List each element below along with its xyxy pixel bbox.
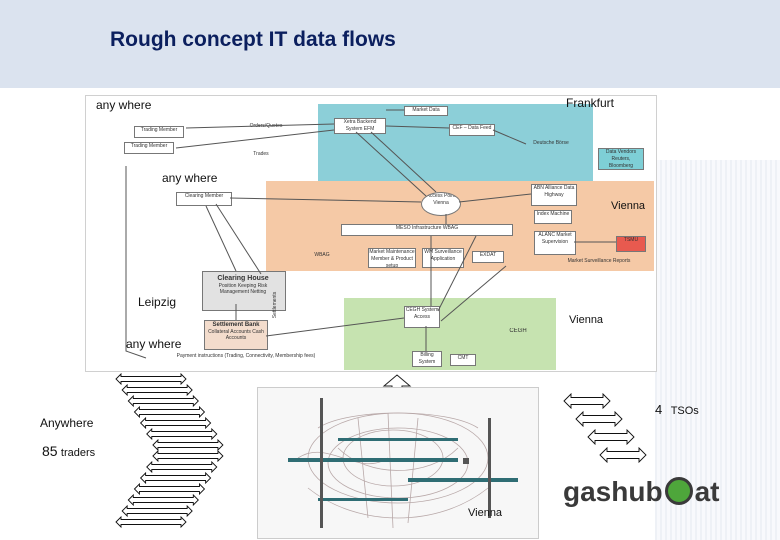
exdat-box: EXDAT xyxy=(472,251,504,263)
label-any-where-bottom: any where xyxy=(126,337,182,351)
tso-arrows xyxy=(563,392,647,464)
clearing-house-subtitle: Position Keeping Risk Management Netting xyxy=(218,283,268,295)
cegh-system-box: CEGH System Access xyxy=(404,306,440,328)
trader-arrow xyxy=(146,460,218,474)
deutsche-boerse-box: Deutsche Börse xyxy=(533,140,569,146)
trader-arrow xyxy=(127,493,199,507)
trader-arrow xyxy=(115,515,187,529)
abn-box: ABN Alliance Data Highway xyxy=(531,184,577,206)
traders-number: 85 xyxy=(42,443,58,459)
cegh-label: CEGH xyxy=(509,328,527,334)
trader-arrow xyxy=(127,394,199,408)
title-bar xyxy=(0,0,780,88)
settlement-bank-title: Settlement Bank xyxy=(212,322,260,328)
network-map-graphic xyxy=(288,398,518,529)
clearing-member-box: Clearing Member xyxy=(176,192,232,206)
flow-arrows xyxy=(125,109,616,359)
logo-dot-icon xyxy=(664,477,693,505)
tso-arrow xyxy=(587,428,635,446)
leipzig-zone xyxy=(202,271,286,311)
gashub-logo: gashub at xyxy=(563,476,719,508)
traders-arrow-chevron xyxy=(115,372,224,529)
frankfurt-zone xyxy=(318,104,593,182)
clearing-house-box: Clearing House Position Keeping Risk Man… xyxy=(206,274,280,304)
settlement-bank-box: Settlement Bank Collateral Accounts Cash… xyxy=(204,320,268,350)
trader-arrow xyxy=(121,383,193,397)
wbag-label: WBAG xyxy=(314,252,330,258)
label-frankfurt: Frankfurt xyxy=(566,96,615,110)
tso-arrow xyxy=(575,410,623,428)
trader-arrow xyxy=(152,449,224,463)
traders-count: 85 traders xyxy=(42,443,95,459)
trader-arrow xyxy=(115,372,187,386)
market-data-box: Market Data xyxy=(404,106,448,116)
data-flow-diagram: Market Data Xetra Backend System EFM CEF… xyxy=(85,95,657,372)
cef-box: CEF – Data Feed xyxy=(449,124,495,136)
traders-label: traders xyxy=(60,447,96,459)
data-vendors-box: Data Vendors Reuters, Bloomberg xyxy=(598,148,644,170)
label-vienna-cegh: Vienna xyxy=(569,314,604,326)
cmt-box: CMT xyxy=(450,354,476,366)
page-title: Rough concept IT data flows xyxy=(110,28,396,51)
billing-system-box: Billing System xyxy=(412,351,442,367)
label-leipzig: Leipzig xyxy=(138,295,177,309)
payment-instructions-label: Payment instructions (Trading, Connectiv… xyxy=(176,353,316,359)
trader-arrow xyxy=(133,482,206,496)
trader-arrow xyxy=(152,438,224,452)
tsos-label: TSOs xyxy=(670,405,699,417)
trades-label: Trades xyxy=(253,151,269,157)
logo-text-left: gashub xyxy=(563,476,663,507)
decorative-stripe-panel xyxy=(655,160,780,540)
settlement-bank-subtitle: Collateral Accounts Cash Accounts xyxy=(208,329,264,341)
trader-arrow xyxy=(146,427,218,441)
market-surveillance-label: Market Surveillance Reports xyxy=(567,258,631,264)
trading-member-box: Trading Member xyxy=(134,126,184,138)
tso-arrow xyxy=(563,392,611,410)
xetra-box: Xetra Backend System EFM xyxy=(334,118,386,134)
label-any-where-mid: any where xyxy=(162,171,218,185)
meso-box: MESO Infrastructure WBAG xyxy=(341,224,513,236)
label-vienna-map: Vienna xyxy=(468,507,503,519)
access-point-box: Access Point Vienna xyxy=(421,192,461,216)
market-maintenance-box: Market Maintenance Member & Product setu… xyxy=(368,248,416,268)
logo-text-right: at xyxy=(694,476,720,507)
trader-arrow xyxy=(139,471,212,485)
network-map xyxy=(257,387,539,539)
trader-arrow xyxy=(133,405,206,419)
wm-surveillance-box: WM Surveillance Application xyxy=(422,248,464,268)
tsos-count: 4 TSOs xyxy=(655,401,699,419)
trader-arrow xyxy=(121,504,193,518)
index-machine-box: Index Machine xyxy=(534,210,572,224)
trader-arrow xyxy=(139,416,212,430)
tso-arrow xyxy=(599,446,647,464)
tsos-number: 4 xyxy=(655,402,663,417)
trading-member-box-2: Trading Member xyxy=(124,142,174,154)
label-any-where-top: any where xyxy=(96,98,152,112)
label-anywhere: Anywhere xyxy=(40,416,94,430)
tsmu-box: TSMU xyxy=(616,236,646,252)
clearing-house-title: Clearing House xyxy=(217,275,269,282)
alanc-box: ALANC Market Supervision xyxy=(534,231,576,255)
label-vienna-wbag: Vienna xyxy=(611,200,646,212)
